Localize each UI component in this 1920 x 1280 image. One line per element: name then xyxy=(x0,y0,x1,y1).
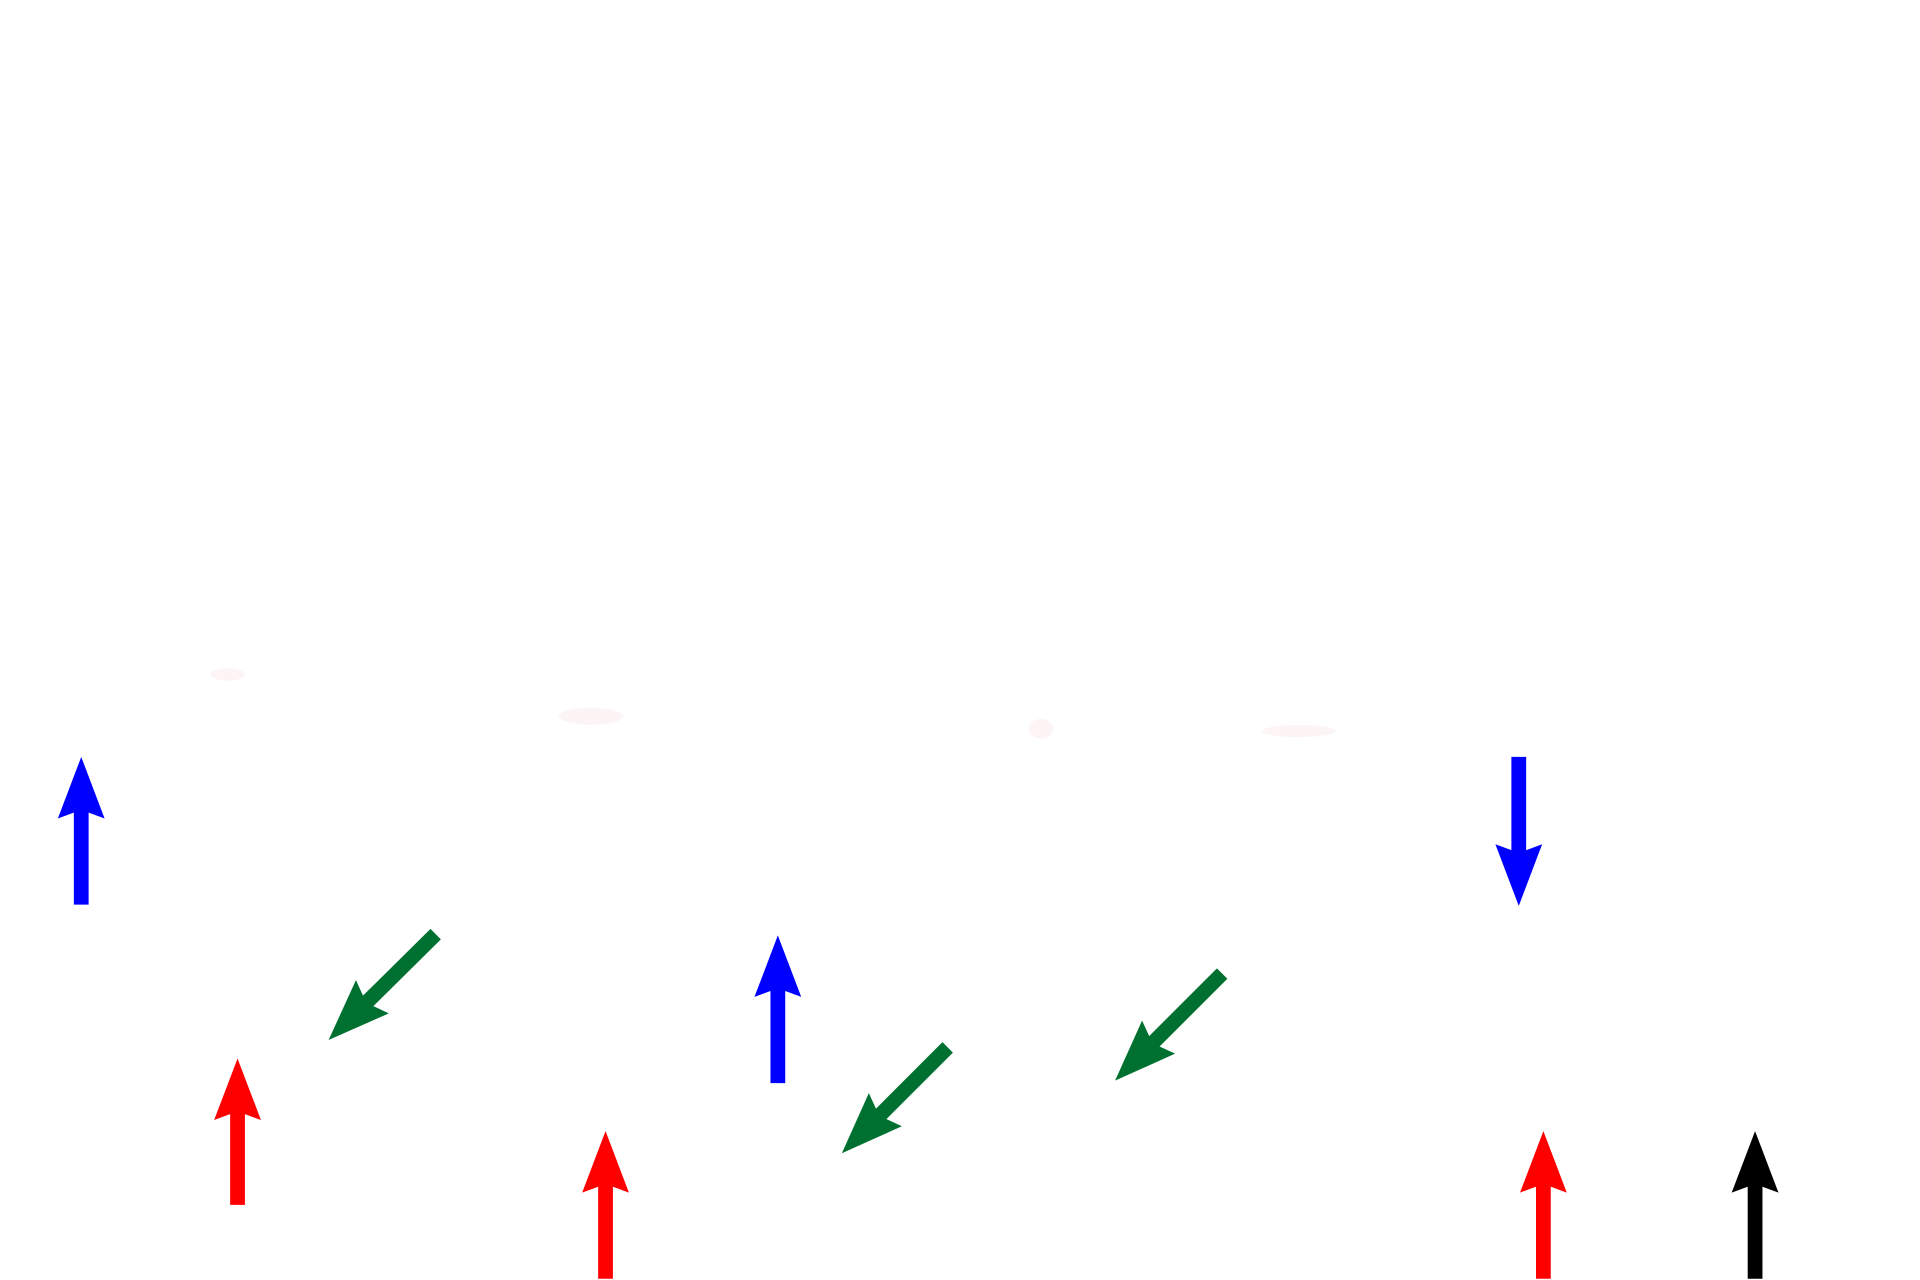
smudge xyxy=(210,668,245,681)
smudge xyxy=(558,707,623,725)
arrow-blue-up xyxy=(57,756,105,905)
arrow-blue-down xyxy=(1495,756,1543,906)
arrow-head xyxy=(582,1131,629,1193)
arrow-green-down-left xyxy=(328,928,441,1040)
faint-smudges xyxy=(210,668,1336,739)
arrow-head xyxy=(328,980,389,1040)
smudge xyxy=(1028,718,1054,739)
arrow-head xyxy=(1731,1131,1779,1193)
arrow-head xyxy=(754,935,802,997)
arrow-shaft xyxy=(874,1042,953,1122)
arrow-head xyxy=(214,1058,261,1120)
arrow-black-up xyxy=(1731,1131,1779,1279)
arrow-head xyxy=(841,1093,902,1154)
smudge xyxy=(1261,724,1336,738)
arrow-head xyxy=(1495,844,1543,906)
arrow-group xyxy=(57,756,1779,1279)
arrow-shaft xyxy=(1147,968,1228,1049)
arrow-green-down-left xyxy=(1115,968,1228,1081)
arrow-green-down-left xyxy=(841,1042,953,1154)
arrow-head xyxy=(57,756,105,819)
arrow-head xyxy=(1115,1020,1176,1081)
arrow-blue-up xyxy=(754,935,802,1084)
arrow-red-up xyxy=(582,1131,629,1279)
arrow-red-up xyxy=(1520,1131,1567,1279)
arrow-head xyxy=(1520,1131,1567,1193)
arrow-shaft xyxy=(361,928,441,1009)
arrow-red-up xyxy=(214,1058,261,1205)
